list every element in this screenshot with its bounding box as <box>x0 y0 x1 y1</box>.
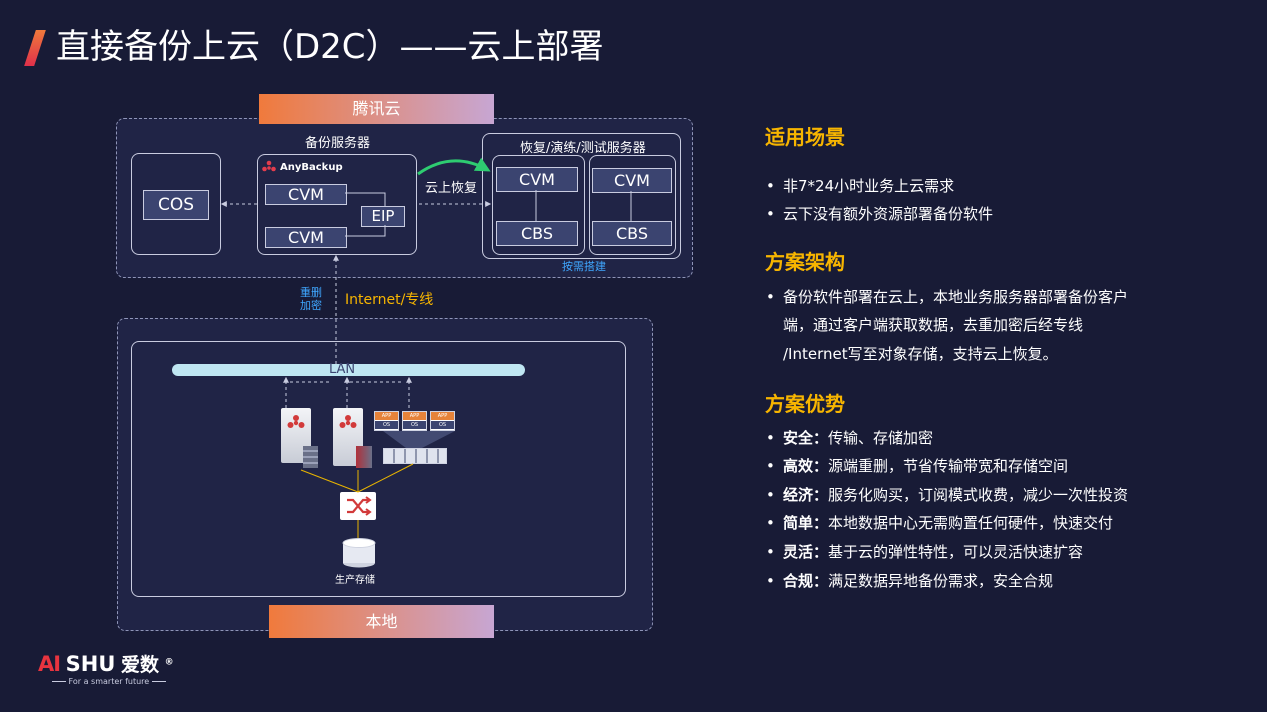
scene-item-2: 云下没有额外资源部署备份软件 <box>766 200 993 229</box>
backup-server-box <box>257 154 417 255</box>
adv-key: 灵活： <box>783 543 829 561</box>
restore-group <box>482 133 681 259</box>
scene-item-1: 非7*24小时业务上云需求 <box>766 172 954 201</box>
tagline-rule-right <box>151 681 166 682</box>
chip-app: APP <box>431 412 454 420</box>
adv-item-3: 经济：服务化购买，订阅模式收费，减少一次性投资 <box>766 481 1129 510</box>
backup-server-label: 备份服务器 <box>305 136 371 151</box>
anybackup-client-icon <box>339 415 357 428</box>
vm-chip-2: APP OS <box>402 411 427 431</box>
vm-host-rack <box>383 448 447 464</box>
restore-group-label: 恢复/演练/测试服务器 <box>520 141 646 156</box>
cloud-tab: 腾讯云 <box>259 94 494 124</box>
shuffle-icon <box>347 496 372 516</box>
tagline-text: For a smarter future <box>68 677 150 686</box>
adv-item-5: 灵活：基于云的弹性特性，可以灵活快速扩容 <box>766 538 1084 567</box>
arch-line-1: 备份软件部署在云上，本地业务服务器部署备份客户 <box>766 283 1128 312</box>
adv-item-1: 安全：传输、存储加密 <box>766 424 934 453</box>
eip-box: EIP <box>361 206 405 227</box>
restore-label: 云上恢复 <box>425 181 478 196</box>
adv-text: 本地数据中心无需购置任何硬件，快速交付 <box>828 514 1114 532</box>
anybackup-icon <box>262 160 276 172</box>
adv-item-2: 高效：源端重删，节省传输带宽和存储空间 <box>766 452 1069 481</box>
cvm-box-1: CVM <box>265 184 347 205</box>
adv-item-6: 合规：满足数据异地备份需求，安全合规 <box>766 567 1054 596</box>
anybackup-client-icon <box>287 415 305 428</box>
encrypt-label: 加密 <box>300 299 322 312</box>
adv-text: 服务化购买，订阅模式收费，减少一次性投资 <box>828 486 1129 504</box>
restore-server-1 <box>492 155 585 255</box>
channel-label: Internet/专线 <box>345 292 434 308</box>
page-title: 直接备份上云（D2C）——云上部署 <box>56 27 604 67</box>
chip-os: OS <box>403 421 426 429</box>
restore-server-2 <box>589 155 676 255</box>
chip-app: APP <box>403 412 426 420</box>
chip-os: OS <box>375 421 398 429</box>
adv-key: 经济： <box>783 486 829 504</box>
logo-cn: 爱数 <box>121 654 160 676</box>
local-datacenter <box>131 341 626 597</box>
restore-cbs-1: CBS <box>496 221 578 246</box>
arch-heading: 方案架构 <box>765 250 845 274</box>
aishu-logo: AI SHU 爱数 ® <box>38 650 174 677</box>
adv-text: 传输、存储加密 <box>828 429 934 447</box>
cos-container <box>131 153 221 255</box>
lan-label: LAN <box>329 362 356 377</box>
adv-key: 安全： <box>783 429 829 447</box>
restore-cbs-2: CBS <box>592 221 672 246</box>
switch-icon <box>340 492 376 520</box>
scene-heading: 适用场景 <box>765 125 845 149</box>
logo-shu: SHU <box>65 652 116 676</box>
cos-box: COS <box>143 190 209 220</box>
arch-line-2: 端，通过客户端获取数据，去重加密后经专线 <box>783 316 1084 334</box>
server-1-disk-stack <box>303 446 318 468</box>
cvm-box-2: CVM <box>265 227 347 248</box>
chip-os: OS <box>431 421 454 429</box>
lan-bar <box>172 364 525 376</box>
anybackup-logo: AnyBackup <box>261 159 343 175</box>
adv-item-4: 简单：本地数据中心无需购置任何硬件，快速交付 <box>766 509 1114 538</box>
adv-text: 基于云的弹性特性，可以灵活快速扩容 <box>828 543 1084 561</box>
vm-chips: APP OS APP OS APP OS <box>374 411 455 431</box>
server-2-db-unit <box>356 446 372 468</box>
title-accent-bar <box>24 30 46 66</box>
adv-key: 合规： <box>783 572 829 590</box>
anybackup-label: AnyBackup <box>280 161 343 173</box>
arch-line-3: /Internet写至对象存储，支持云上恢复。 <box>783 345 1058 363</box>
adv-key: 高效： <box>783 457 829 475</box>
local-tab: 本地 <box>269 605 494 638</box>
tagline-rule-left <box>52 681 66 682</box>
dedup-label: 重删 <box>300 286 322 299</box>
adv-text: 源端重删，节省传输带宽和存储空间 <box>828 457 1069 475</box>
adv-key: 简单： <box>783 514 829 532</box>
adv-heading: 方案优势 <box>765 392 845 416</box>
logo-tagline: For a smarter future <box>52 677 166 686</box>
restore-cvm-1: CVM <box>496 167 578 192</box>
vm-chip-3: APP OS <box>430 411 455 431</box>
vm-chip-1: APP OS <box>374 411 399 431</box>
on-demand-label: 按需搭建 <box>562 260 606 273</box>
chip-app: APP <box>375 412 398 420</box>
storage-cylinder-icon <box>342 538 376 568</box>
logo-ai: AI <box>38 652 61 676</box>
restore-cvm-2: CVM <box>592 168 672 193</box>
logo-reg: ® <box>164 657 174 668</box>
storage-label: 生产存储 <box>335 575 375 586</box>
adv-text: 满足数据异地备份需求，安全合规 <box>828 572 1054 590</box>
